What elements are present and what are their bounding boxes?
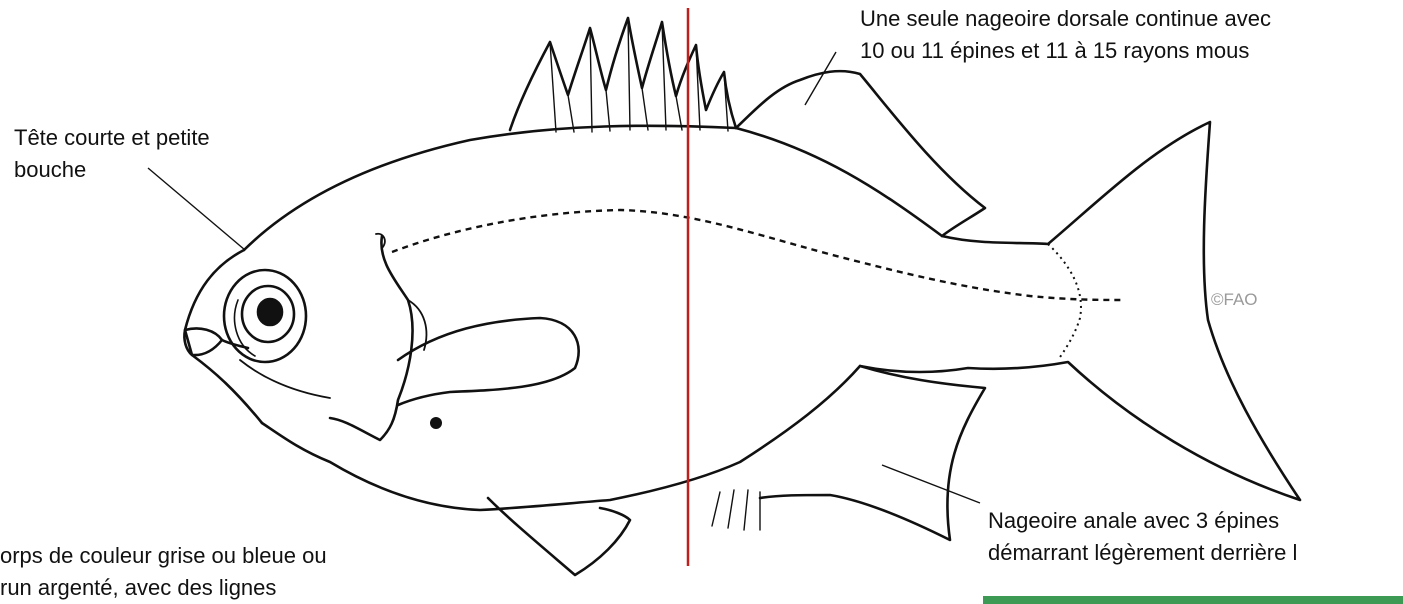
label-anal-fin: Nageoire anale avec 3 épines démarrant l… bbox=[988, 505, 1297, 569]
label-anal-line-1: Nageoire anale avec 3 épines bbox=[988, 505, 1297, 537]
fao-credit: ©FAO bbox=[1211, 290, 1258, 310]
pectoral-fin bbox=[398, 318, 579, 405]
green-footer-strip bbox=[983, 596, 1403, 604]
caudal-base-line bbox=[1048, 244, 1081, 360]
pelvic-fin bbox=[488, 498, 630, 575]
lateral-line bbox=[392, 210, 1125, 300]
spot-marker bbox=[430, 417, 442, 429]
gill-cover bbox=[330, 236, 413, 440]
soft-dorsal-fin bbox=[736, 71, 985, 236]
label-head: Tête courte et petite bouche bbox=[14, 122, 210, 186]
label-body-color: orps de couleur grise ou bleue ou run ar… bbox=[0, 540, 327, 604]
eye bbox=[224, 270, 306, 362]
dorsal-spiny-fin bbox=[510, 18, 736, 130]
anal-fin bbox=[760, 366, 985, 540]
anal-leader-line bbox=[882, 465, 980, 503]
label-head-line-2: bouche bbox=[14, 154, 210, 186]
label-head-line-1: Tête courte et petite bbox=[14, 122, 210, 154]
label-dorsal-line-1: Une seule nageoire dorsale continue avec bbox=[860, 3, 1271, 35]
mouth bbox=[184, 328, 222, 355]
label-dorsal-line-2: 10 ou 11 épines et 11 à 15 rayons mous bbox=[860, 35, 1271, 67]
label-dorsal-fin: Une seule nageoire dorsale continue avec… bbox=[860, 3, 1271, 67]
head-outline bbox=[185, 250, 262, 423]
body-outline bbox=[244, 122, 1300, 510]
label-anal-line-2: démarrant légèrement derrière l bbox=[988, 537, 1297, 569]
label-body-line-1: orps de couleur grise ou bleue ou bbox=[0, 540, 327, 572]
label-body-line-2: run argenté, avec des lignes bbox=[0, 572, 327, 604]
dorsal-leader-line bbox=[805, 52, 836, 105]
